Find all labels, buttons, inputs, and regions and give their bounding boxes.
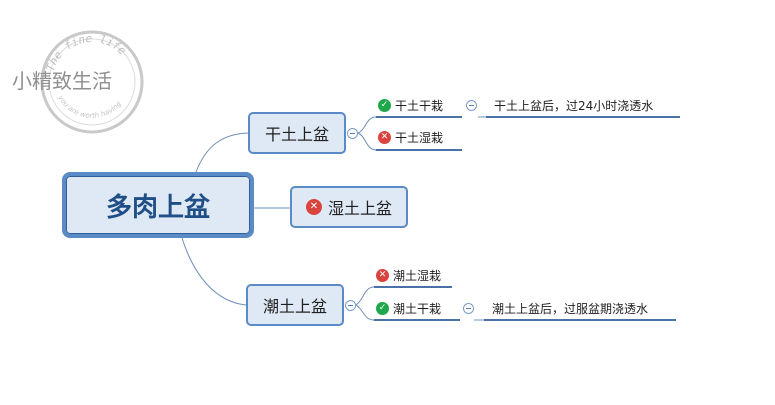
cross-icon: ✕ xyxy=(378,130,391,144)
branch-dry-soil-label: 干土上盆 xyxy=(264,125,329,144)
collapse-damp-dry-button[interactable] xyxy=(463,303,474,314)
detail-damp-dry[interactable]: 潮土上盆后，过服盆期浇透水 xyxy=(492,299,648,317)
branch-damp-soil[interactable]: 潮土上盆 xyxy=(246,284,344,326)
check-icon: ✓ xyxy=(376,301,389,315)
topic-damp-wet[interactable]: ✕ 潮土湿栽 xyxy=(376,266,441,284)
detail-dry-dry-label: 干土上盆后，过24小时浇透水 xyxy=(494,98,654,113)
branch-dry-soil[interactable]: 干土上盆 xyxy=(248,112,346,154)
connector-damp-to-dampdry xyxy=(355,304,460,321)
connector-damp-to-dampwet xyxy=(355,286,452,306)
connector-dry-to-drywet xyxy=(357,132,462,151)
collapse-dry-soil-button[interactable] xyxy=(347,128,358,139)
cross-icon: ✕ xyxy=(305,199,322,215)
root-topic-label: 多肉上盆 xyxy=(105,192,210,223)
topic-damp-wet-label: 潮土湿栽 xyxy=(393,268,442,283)
topic-dry-dry[interactable]: ✓ 干土干栽 xyxy=(378,96,443,114)
watermark-script: 小精致生活 xyxy=(12,69,112,93)
connector-root-to-damp xyxy=(181,237,247,306)
topic-dry-wet-label: 干土湿栽 xyxy=(395,130,444,145)
root-topic[interactable]: 多肉上盆 xyxy=(62,172,254,238)
branch-damp-soil-label: 潮土上盆 xyxy=(262,297,327,316)
branch-wet-soil[interactable]: ✕ 湿土上盆 xyxy=(290,186,408,228)
cross-icon: ✕ xyxy=(376,268,389,282)
connector-root-to-dry xyxy=(195,132,249,173)
detail-damp-dry-label: 潮土上盆后，过服盆期浇透水 xyxy=(492,301,649,316)
branch-wet-soil-label: 湿土上盆 xyxy=(327,199,392,218)
connector-dry-to-drydry xyxy=(357,116,462,134)
topic-dry-wet[interactable]: ✕ 干土湿栽 xyxy=(378,128,443,146)
collapse-dry-dry-button[interactable] xyxy=(466,100,477,111)
collapse-damp-soil-button[interactable] xyxy=(345,300,356,311)
watermark-logo: The fine life you are worth having 小精致生活 xyxy=(12,30,144,134)
check-icon: ✓ xyxy=(378,98,391,112)
detail-dry-dry[interactable]: 干土上盆后，过24小时浇透水 xyxy=(494,96,653,114)
topic-damp-dry-label: 潮土干栽 xyxy=(393,301,442,316)
topic-dry-dry-label: 干土干栽 xyxy=(395,98,444,113)
topic-damp-dry[interactable]: ✓ 潮土干栽 xyxy=(376,299,441,317)
